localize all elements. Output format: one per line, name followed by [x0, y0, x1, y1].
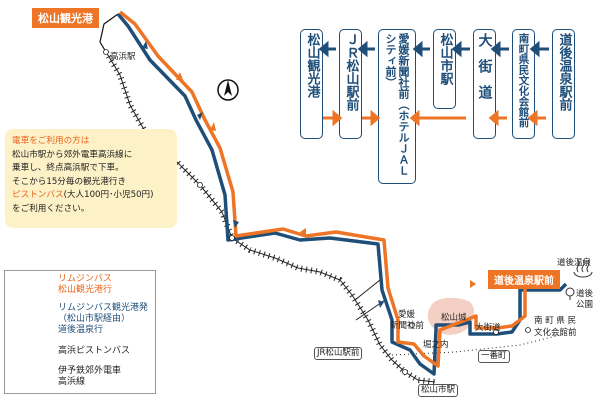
okaido-label: 大街道 [475, 323, 501, 333]
matsuyama-castle-label: 松山城 [441, 313, 467, 323]
stop-ehime-shimbun: 愛媛新聞社前（ホテルＪＡＬシティ前） [378, 29, 416, 184]
rail-stations [103, 49, 531, 375]
minamimachi-label: 南 町 県 民 [534, 316, 577, 326]
direction-arrows [142, 41, 384, 308]
matsuyamashi-label: 松山市駅 [418, 384, 459, 397]
fare-label: (大人100円･小児50円) [63, 190, 154, 200]
callout-line: 松山市駅から郊外電車高浜線に [12, 149, 133, 160]
legend-rail-line2: 高浜線 [58, 377, 86, 387]
minamimachi-label: 文化会館前 [534, 328, 577, 338]
matsuyama-port-tag: 松山観光港 [32, 8, 99, 28]
callout-line: ピストンバス(大人100円･小児50円) [12, 189, 170, 203]
legend-orange-line1: リムジンバス [58, 274, 113, 284]
train-info-callout: 電車をご利用の方は 松山市駅から郊外電車高浜線に 乗車し、終点高浜駅で下車。 そ… [5, 129, 177, 228]
takahama-station-label: 高浜駅 [110, 52, 136, 62]
stop-okaido: 大街道 [473, 29, 496, 139]
horinouchi-label: 堀之内 [423, 340, 449, 350]
legend-navy-line2: （松山市駅経由） [58, 314, 131, 324]
street-line [354, 279, 381, 301]
dogo-park-label: 道後 [576, 289, 594, 299]
legend-orange-line2: 松山観光港行 [58, 285, 113, 295]
legend-navy-line3: 道後温泉行 [58, 325, 104, 335]
legend-rail-line1: 伊予鉄郊外電車 [58, 366, 122, 376]
park-tree-icon [565, 287, 575, 300]
jr-matsuyama-label: JR松山駅前 [314, 347, 363, 360]
orange-bus-route [118, 10, 560, 368]
legend-black-line: 高浜ピストンバス [58, 346, 131, 356]
ehime-shimbun-label: 愛媛 [398, 310, 416, 320]
stop-dogo-onsen: 道後温泉駅前 [552, 29, 575, 139]
piston-bus-label: ピストンバス [12, 190, 64, 200]
takahama-piston-bus-line [99, 13, 119, 53]
callout-line: をご利用ください。 [12, 203, 90, 214]
ehime-shimbun-label: 新聞社前 [390, 321, 425, 331]
stop-matsuyama-port: 松山観光港 [300, 29, 323, 139]
stop-matsuyamashi: 松山市駅 [433, 29, 456, 109]
legend-navy-line1: リムジンバス観光港発 [58, 303, 149, 313]
navy-bus-route [116, 12, 568, 376]
hot-spring-icon [573, 259, 593, 278]
ichibancho-label: 一番町 [478, 350, 510, 363]
callout-line: 乗車し、終点高浜駅で下車。 [12, 163, 124, 173]
dogo-park-label: 公園 [576, 300, 594, 310]
dogo-onsen-label: 道後温泉 [557, 258, 592, 268]
direction-arrows-orange [176, 72, 476, 288]
stop-jr-matsuyama: ＪＲ松山駅前 [339, 29, 362, 139]
callout-heading: 電車をご利用の方は [12, 136, 90, 146]
north-compass-icon [217, 79, 239, 101]
stop-minamimachi: 南町県民文化会館前 [512, 29, 535, 139]
map-legend [4, 270, 156, 394]
dogo-station-tag: 道後温泉駅前 [488, 270, 560, 289]
callout-line: そこから15分毎の観光港行き [12, 176, 127, 187]
